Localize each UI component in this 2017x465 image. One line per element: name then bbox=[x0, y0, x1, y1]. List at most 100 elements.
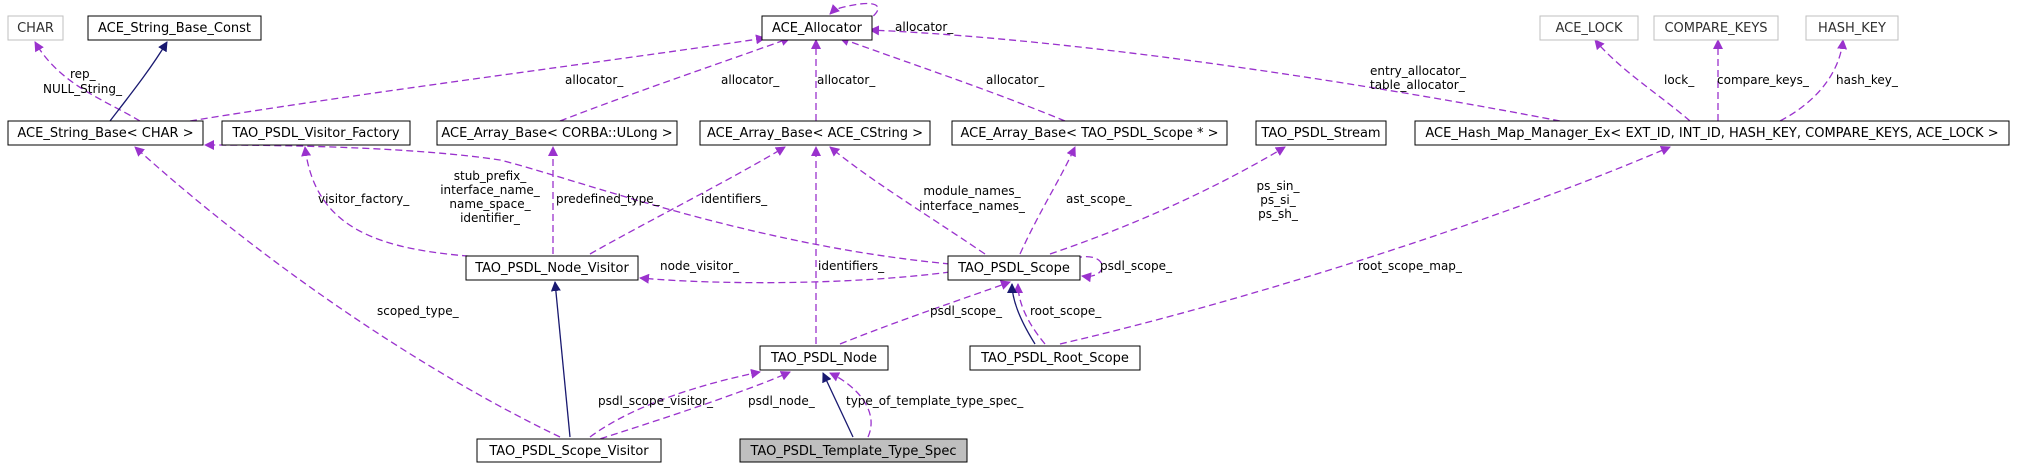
edge-psdl-node bbox=[589, 371, 791, 443]
label-psdl-scope-node: psdl_scope_ bbox=[930, 304, 1003, 318]
edge-psdl-scope-node bbox=[839, 280, 1011, 345]
node-tao-psdl-node-visitor-label: TAO_PSDL_Node_Visitor bbox=[474, 261, 629, 276]
node-tao-psdl-scope-visitor[interactable]: TAO_PSDL_Scope_Visitor bbox=[476, 438, 662, 463]
edge-psdl-scope-self bbox=[1074, 256, 1103, 283]
node-tao-psdl-root-scope[interactable]: TAO_PSDL_Root_Scope bbox=[969, 345, 1141, 371]
label-predefined-type: predefined_type_ bbox=[556, 192, 661, 206]
label-identifiers-visitor: identifiers_ bbox=[701, 192, 768, 206]
label-psdl-scope-visitor: psdl_scope_visitor_ bbox=[598, 394, 714, 408]
label-lock: lock_ bbox=[1664, 73, 1695, 87]
label-module-names: module_names_ bbox=[923, 184, 1021, 198]
label-rep: rep_ bbox=[70, 67, 97, 81]
node-tao-psdl-stream-label: TAO_PSDL_Stream bbox=[1260, 126, 1380, 141]
node-ace-allocator[interactable]: ACE_Allocator bbox=[761, 15, 873, 41]
node-ace-array-base-cstring[interactable]: ACE_Array_Base< ACE_CString > bbox=[699, 120, 931, 146]
edge-identifiers-visitor bbox=[589, 146, 786, 255]
label-psdl-scope-self: psdl_scope_ bbox=[1100, 259, 1173, 273]
edge-inherit-template-type-spec bbox=[822, 372, 854, 438]
edge-inherit-scope-visitor bbox=[550, 281, 571, 438]
label-hash-key: hash_key_ bbox=[1836, 73, 1899, 87]
node-tao-psdl-visitor-factory-label: TAO_PSDL_Visitor_Factory bbox=[231, 126, 399, 141]
node-ace-string-base-const[interactable]: ACE_String_Base_Const bbox=[87, 15, 262, 41]
node-ace-hash-map-manager-ex-label: ACE_Hash_Map_Manager_Ex< EXT_ID, INT_ID,… bbox=[1425, 126, 1998, 141]
node-ace-lock[interactable]: ACE_LOCK bbox=[1539, 15, 1639, 41]
edge-stub-prefix bbox=[204, 140, 951, 265]
node-ace-lock-label: ACE_LOCK bbox=[1555, 21, 1623, 36]
label-type-of-template-type-spec: type_of_template_type_spec_ bbox=[846, 394, 1024, 408]
label-psdl-node: psdl_node_ bbox=[748, 394, 816, 408]
node-hash-key-label: HASH_KEY bbox=[1818, 21, 1886, 36]
label-allocator-string: allocator_ bbox=[565, 73, 624, 87]
label-ps-si: ps_si_ bbox=[1260, 193, 1296, 207]
edge-module-names bbox=[829, 146, 986, 255]
edge-inherit-root-scope bbox=[1007, 283, 1036, 345]
node-ace-array-base-cstring-label: ACE_Array_Base< ACE_CString > bbox=[707, 126, 923, 141]
edge-allocator-string bbox=[189, 34, 766, 122]
edge-root-scope bbox=[1013, 283, 1046, 345]
node-tao-psdl-node-visitor[interactable]: TAO_PSDL_Node_Visitor bbox=[465, 255, 639, 281]
label-allocator-ulong: allocator_ bbox=[721, 73, 780, 87]
label-compare-keys: compare_keys_ bbox=[1717, 73, 1810, 87]
edge-rep-null-string bbox=[34, 41, 141, 122]
node-tao-psdl-scope-label: TAO_PSDL_Scope bbox=[957, 261, 1070, 276]
label-interface-names: interface_names_ bbox=[919, 199, 1026, 213]
node-ace-array-base-scope[interactable]: ACE_Array_Base< TAO_PSDL_Scope * > bbox=[951, 120, 1228, 146]
node-compare-keys[interactable]: COMPARE_KEYS bbox=[1653, 15, 1779, 41]
node-ace-hash-map-manager-ex[interactable]: ACE_Hash_Map_Manager_Ex< EXT_ID, INT_ID,… bbox=[1414, 120, 2010, 146]
label-null-string: NULL_String_ bbox=[43, 82, 123, 96]
edge-node-visitor bbox=[639, 271, 951, 284]
label-ps-sh: ps_sh_ bbox=[1258, 207, 1299, 221]
label-scoped-type: scoped_type_ bbox=[377, 304, 460, 318]
node-char[interactable]: CHAR bbox=[7, 15, 64, 41]
edge-hash-key bbox=[1779, 39, 1848, 122]
edge-allocator-scope bbox=[839, 36, 1066, 122]
label-allocator-scope: allocator_ bbox=[986, 73, 1045, 87]
edge-ast-scope bbox=[1019, 146, 1076, 255]
label-stub-prefix: stub_prefix_ bbox=[454, 169, 528, 183]
label-entry-allocator: entry_allocator_ bbox=[1370, 64, 1467, 78]
node-ace-string-base-const-label: ACE_String_Base_Const bbox=[98, 21, 251, 36]
label-ps-sin: ps_sin_ bbox=[1256, 179, 1300, 193]
node-tao-psdl-stream[interactable]: TAO_PSDL_Stream bbox=[1255, 120, 1387, 146]
node-ace-array-base-ulong[interactable]: ACE_Array_Base< CORBA::ULong > bbox=[436, 120, 678, 146]
node-tao-psdl-template-type-spec[interactable]: TAO_PSDL_Template_Type_Spec bbox=[739, 438, 968, 463]
edge-scoped-type bbox=[134, 146, 561, 438]
label-ast-scope: ast_scope_ bbox=[1066, 192, 1133, 206]
node-char-label: CHAR bbox=[17, 21, 54, 36]
node-tao-psdl-node[interactable]: TAO_PSDL_Node bbox=[759, 345, 889, 371]
node-tao-psdl-node-label: TAO_PSDL_Node bbox=[770, 351, 877, 366]
node-compare-keys-label: COMPARE_KEYS bbox=[1664, 21, 1767, 36]
label-table-allocator: table_allocator_ bbox=[1370, 78, 1466, 92]
edge-lock bbox=[1594, 39, 1691, 122]
node-tao-psdl-scope[interactable]: TAO_PSDL_Scope bbox=[947, 255, 1081, 281]
edge-ps-stream bbox=[1049, 146, 1286, 255]
node-ace-allocator-label: ACE_Allocator bbox=[772, 21, 863, 36]
edge-entry-table-allocator bbox=[869, 25, 1561, 122]
node-ace-string-base-char-label: ACE_String_Base< CHAR > bbox=[17, 126, 193, 141]
edge-type-of-template-type-spec bbox=[829, 372, 872, 438]
node-tao-psdl-template-type-spec-label: TAO_PSDL_Template_Type_Spec bbox=[749, 444, 956, 459]
node-ace-array-base-scope-label: ACE_Array_Base< TAO_PSDL_Scope * > bbox=[960, 126, 1218, 141]
node-tao-psdl-root-scope-label: TAO_PSDL_Root_Scope bbox=[980, 351, 1129, 366]
label-node-visitor: node_visitor_ bbox=[660, 259, 740, 273]
label-name-space: name_space_ bbox=[449, 197, 531, 211]
label-identifier: identifier_ bbox=[460, 211, 521, 225]
label-root-scope-map: root_scope_map_ bbox=[1358, 259, 1463, 273]
edge-visitor-factory bbox=[301, 146, 481, 258]
node-ace-string-base-char[interactable]: ACE_String_Base< CHAR > bbox=[7, 120, 204, 146]
label-interface-name: interface_name_ bbox=[440, 183, 541, 197]
label-allocator-cstring: allocator_ bbox=[817, 73, 876, 87]
edge-inherit-string-base bbox=[109, 41, 168, 122]
label-identifiers-node: identifiers_ bbox=[818, 259, 885, 273]
label-visitor-factory: visitor_factory_ bbox=[318, 192, 410, 206]
label-allocator-self: allocator_ bbox=[895, 20, 954, 34]
edge-root-scope-map bbox=[1059, 145, 1671, 345]
edge-allocator-self bbox=[829, 2, 879, 29]
node-tao-psdl-visitor-factory[interactable]: TAO_PSDL_Visitor_Factory bbox=[221, 120, 411, 146]
node-ace-array-base-ulong-label: ACE_Array_Base< CORBA::ULong > bbox=[441, 126, 672, 141]
label-root-scope: root_scope_ bbox=[1030, 304, 1102, 318]
node-hash-key[interactable]: HASH_KEY bbox=[1805, 15, 1899, 41]
edge-psdl-scope-visitor bbox=[589, 368, 761, 438]
node-tao-psdl-scope-visitor-label: TAO_PSDL_Scope_Visitor bbox=[488, 444, 649, 459]
